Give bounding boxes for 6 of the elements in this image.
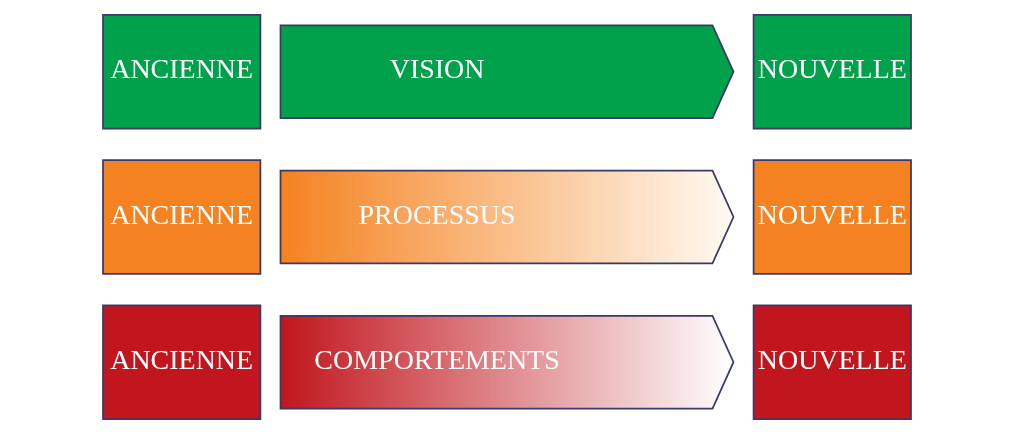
node-box: NOUVELLE [752, 159, 912, 275]
node-box: ANCIENNE [101, 159, 261, 275]
node-box: NOUVELLE [752, 304, 912, 420]
node-box: ANCIENNE [101, 304, 261, 420]
node-box: NOUVELLE [752, 14, 912, 130]
node-box: ANCIENNE [101, 14, 261, 130]
